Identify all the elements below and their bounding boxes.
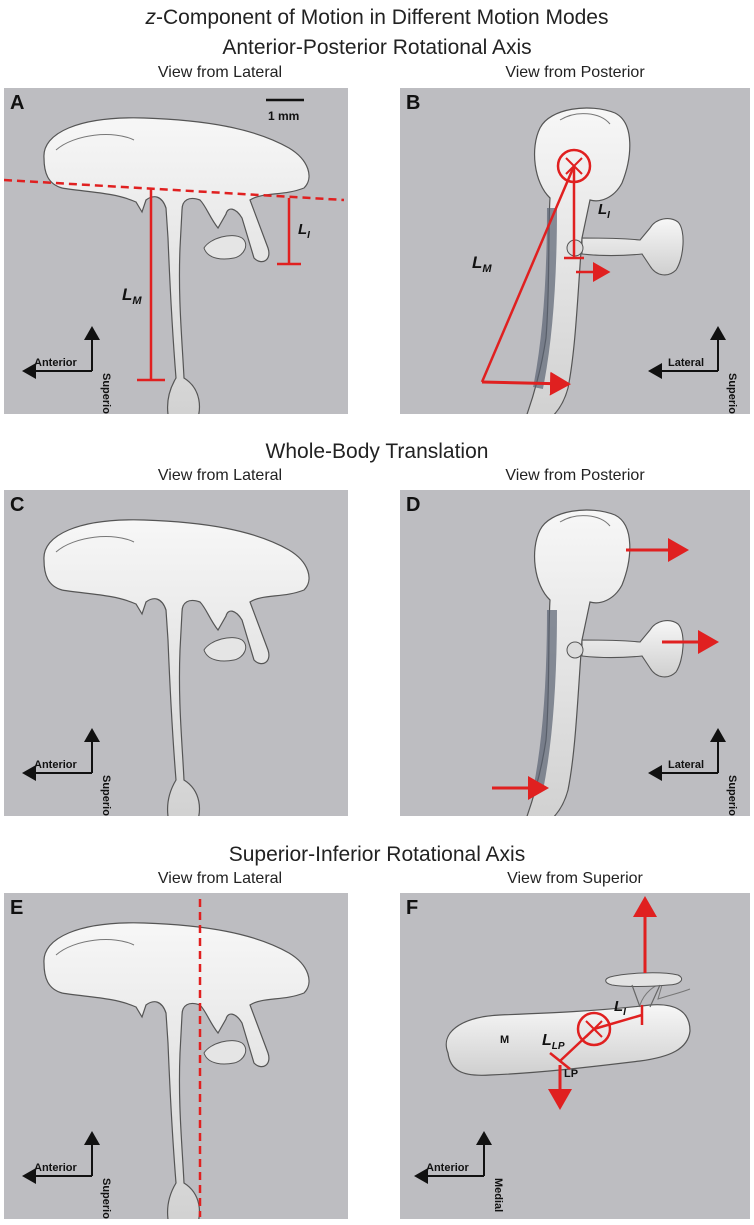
- view-label-e: View from Lateral: [157, 870, 283, 887]
- view-label-a: View from Lateral: [157, 64, 283, 81]
- label-m: M: [500, 1034, 509, 1046]
- lm-label: LM: [122, 285, 142, 307]
- llp-end-cap: [549, 1052, 571, 1070]
- panel-label-e: E: [10, 897, 24, 919]
- panel-label-d: D: [406, 494, 421, 516]
- panel-a-drawing: 1 mm LM LI Anterior Superior: [4, 98, 345, 414]
- section-title-ap: Anterior-Posterior Rotational Axis: [222, 36, 532, 59]
- panel-c: C Anterior Superior: [4, 490, 348, 816]
- llp-label: LLP: [542, 1032, 565, 1052]
- axis-label-anterior: Anterior: [34, 357, 78, 369]
- li-label: LI: [598, 201, 610, 221]
- title-italic-z: z: [145, 6, 156, 29]
- panel-f: F M LP LLP LI Anterior Medial: [400, 893, 750, 1219]
- panel-label-a: A: [10, 92, 25, 114]
- view-label-c: View from Lateral: [157, 467, 283, 484]
- view-label-d: View from Posterior: [505, 467, 645, 484]
- lm-lever-line: [480, 165, 576, 383]
- view-label-b: View from Posterior: [505, 64, 645, 81]
- panel-d-drawing: Lateral Superior: [492, 490, 738, 816]
- rotation-axis-dashed: [4, 178, 345, 202]
- axis-label-superior: Superior: [100, 373, 112, 414]
- axis-label-superior: Superior: [100, 775, 112, 816]
- panel-label-c: C: [10, 494, 25, 516]
- axis-label-medial: Medial: [492, 1178, 504, 1212]
- panel-b-drawing: LI LM Lateral Superior: [472, 88, 738, 414]
- lm-label: LM: [472, 253, 492, 275]
- li-label: LI: [614, 998, 626, 1018]
- section-title-si: Superior-Inferior Rotational Axis: [228, 843, 526, 866]
- panel-a: A 1 mm LM LI Anterior Superior: [4, 88, 348, 414]
- axis-label-lateral: Lateral: [668, 357, 704, 369]
- label-lp: LP: [564, 1068, 578, 1080]
- incus-process-outline: [639, 984, 691, 1006]
- title-rest: -Component of Motion in Different Motion…: [155, 6, 609, 29]
- panel-f-drawing: M LP LLP LI Anterior Medial: [414, 896, 691, 1212]
- panel-e: E Anterior Superior: [4, 893, 348, 1219]
- axis-label-superior: Superior: [100, 1178, 112, 1219]
- ossicle-posterior-view: [520, 108, 683, 414]
- rotation-axis-circle: [576, 1011, 612, 1047]
- ossicle-lateral-view: [43, 922, 310, 1219]
- figure-title: z-Component of Motion in Different Motio…: [0, 6, 754, 30]
- stapes-crura: [631, 984, 661, 1008]
- panel-b: B LI LM Lateral Superior: [400, 88, 750, 414]
- view-label-f: View from Superior: [507, 870, 643, 887]
- motion-arrow-manubrium: [481, 371, 571, 396]
- llp-lever-line: [559, 1028, 595, 1062]
- axis-label-superior: Superior: [726, 775, 738, 816]
- axis-label-anterior: Anterior: [34, 759, 78, 771]
- panel-e-drawing: Anterior Superior: [22, 899, 310, 1219]
- panel-label-f: F: [406, 897, 419, 919]
- panel-c-drawing: Anterior Superior: [22, 519, 310, 816]
- scale-bar-label: 1 mm: [268, 109, 299, 123]
- ossicle-posterior-view: [520, 510, 683, 816]
- ossicle-lateral-view: [43, 117, 310, 414]
- ossicle-lateral-view: [43, 519, 310, 816]
- axis-label-anterior: Anterior: [426, 1162, 470, 1174]
- ossicle-superior-view-body: [445, 1004, 691, 1076]
- li-lever-line: [593, 1013, 643, 1031]
- axis-label-lateral: Lateral: [668, 759, 704, 771]
- stapes-footplate: [605, 972, 683, 987]
- axis-label-superior: Superior: [726, 373, 738, 414]
- panel-label-b: B: [406, 92, 421, 114]
- li-label: LI: [298, 221, 310, 241]
- panel-d: D Lateral Superior: [400, 490, 750, 816]
- axis-label-anterior: Anterior: [34, 1162, 78, 1174]
- section-title-wbt: Whole-Body Translation: [265, 440, 489, 463]
